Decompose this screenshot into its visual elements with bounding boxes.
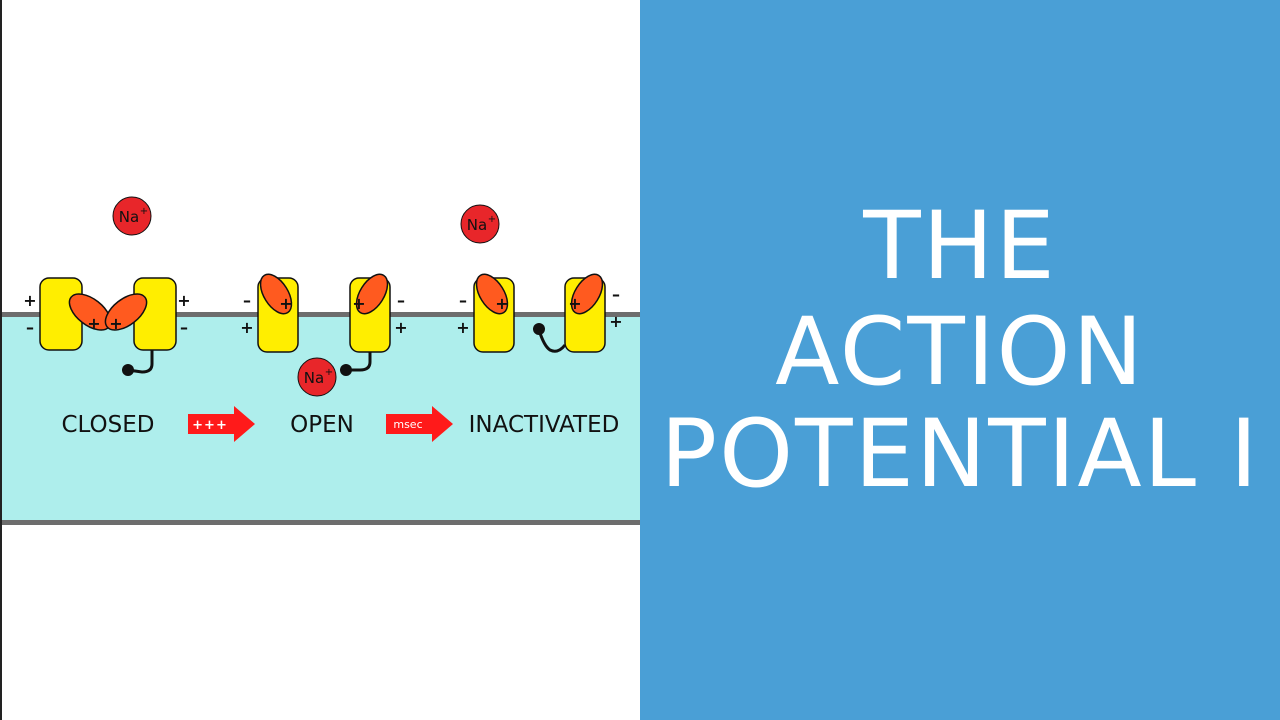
inactivation-gate-tether [537,329,567,353]
charge-minus: – [180,318,188,337]
inactivation-gate-tether [127,350,154,374]
charge-minus: – [397,291,405,310]
title-line-2: ACTION [775,298,1145,407]
voltage-sensor-gate [355,273,389,315]
charge-plus: + [568,294,581,313]
charge-minus: – [243,291,251,310]
voltage-sensor-gate [475,273,509,315]
sodium-ion: Na + [112,196,152,236]
sodium-channel-diagram: + + + – + – + + – + – + [2,196,642,525]
charge-plus: + [495,294,508,313]
inactivation-ball [533,323,545,335]
inactivation-ball [340,364,352,376]
ion-symbol: Na [304,369,324,387]
open-channel: + + – + – + [240,273,408,376]
voltage-sensor-gate [259,273,293,315]
transition-arrow-depolarize: +++ [188,406,255,442]
charge-minus: – [459,291,467,310]
charge-plus: + [23,291,36,310]
inactivation-ball [122,364,134,376]
title-line-1: THE [863,192,1057,301]
voltage-sensor-gate [570,273,604,315]
title-line-3: POTENTIAL I [660,400,1260,509]
transition-arrow-inactivate: msec [386,406,453,442]
title-panel: THE ACTION POTENTIAL I [640,0,1280,720]
lower-membrane-line [2,520,642,525]
state-label-open: OPEN [290,412,354,438]
charge-plus: + [240,318,253,337]
charge-plus: + [456,318,469,337]
charge-plus: + [177,291,190,310]
sodium-ion: Na + [297,357,337,397]
ion-charge: + [325,367,333,378]
closed-channel: + + + – + – [23,277,191,376]
cytoplasm-region [2,316,642,522]
ion-charge: + [488,214,496,225]
arrow-label: msec [393,418,422,431]
state-label-closed: CLOSED [62,412,155,438]
ion-charge: + [140,206,148,217]
ion-symbol: Na [467,216,487,234]
charge-plus: + [279,294,292,313]
charge-plus: + [352,294,365,313]
inactivation-gate-tether [346,352,372,372]
state-label-inactivated: INACTIVATED [469,412,620,438]
charge-plus: + [394,318,407,337]
charge-plus: + [87,314,100,333]
upper-membrane-line [2,312,642,317]
voltage-sensor-gate [104,293,148,331]
diagram-panel: + + + – + – + + – + – + [0,0,642,720]
charge-minus: – [612,285,620,304]
sodium-ion: Na + [460,204,500,244]
ion-symbol: Na [119,208,139,226]
charge-plus: + [609,312,622,331]
inactivated-channel: + + – + – + [456,273,623,353]
charge-minus: – [26,318,34,337]
charge-plus: + [109,314,122,333]
arrow-label: +++ [192,418,228,433]
